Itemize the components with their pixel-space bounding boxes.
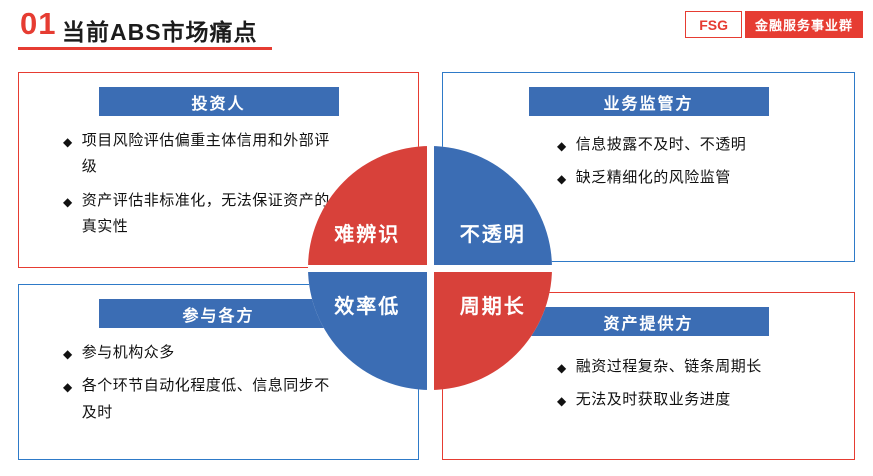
panel-asset-providers: 资产提供方 ◆ 融资过程复杂、链条周期长 ◆ 无法及时获取业务进度: [442, 292, 855, 460]
business-group-badge: 金融服务事业群: [744, 11, 863, 38]
panel-title-investors: 投资人: [98, 87, 339, 116]
diamond-icon: ◆: [557, 361, 567, 375]
panel-investors: 投资人 ◆ 项目风险评估偏重主体信用和外部评级 ◆ 资产评估非标准化，无法保证资…: [18, 72, 419, 268]
bullet-list: ◆ 参与机构众多 ◆ 各个环节自动化程度低、信息同步不及时: [19, 336, 418, 426]
bullet-item: ◆ 参与机构众多: [63, 340, 334, 366]
bullet-item: ◆ 资产评估非标准化，无法保证资产的真实性: [63, 188, 334, 241]
circle-segment-label: 不透明: [459, 223, 526, 246]
bullet-text: 各个环节自动化程度低、信息同步不及时: [81, 377, 330, 421]
diamond-icon: ◆: [63, 135, 73, 149]
circle-segment-label: 效率低: [334, 295, 401, 318]
bullet-item: ◆ 信息披露不及时、不透明: [557, 132, 838, 158]
pain-points-circle: 难辨识 不透明 效率低 周期长: [308, 146, 552, 390]
bullet-text: 融资过程复杂、链条周期长: [575, 358, 762, 375]
fsg-logo: FSG: [685, 11, 742, 38]
circle-segment-label: 难辨识: [334, 223, 401, 246]
bullet-item: ◆ 项目风险评估偏重主体信用和外部评级: [63, 128, 334, 181]
bullet-item: ◆ 缺乏精细化的风险监管: [557, 165, 838, 191]
bullet-item: ◆ 各个环节自动化程度低、信息同步不及时: [63, 373, 334, 426]
bullet-item: ◆ 无法及时获取业务进度: [557, 387, 842, 413]
bullet-text: 参与机构众多: [81, 344, 175, 361]
bullet-text: 无法及时获取业务进度: [575, 391, 731, 409]
bullet-text: 信息披露不及时、不透明: [575, 136, 747, 153]
bullet-list: ◆ 信息披露不及时、不透明 ◆ 缺乏精细化的风险监管: [443, 124, 854, 192]
diamond-icon: ◆: [63, 380, 73, 395]
section-number: 01: [20, 6, 57, 41]
bullet-list: ◆ 融资过程复杂、链条周期长 ◆ 无法及时获取业务进度: [443, 344, 854, 414]
diamond-icon: ◆: [63, 347, 73, 361]
title-underline: [18, 47, 272, 50]
bullet-item: ◆ 融资过程复杂、链条周期长: [557, 354, 842, 380]
brand-badges: FSG 金融服务事业群: [685, 11, 863, 38]
bullet-text: 缺乏精细化的风险监管: [575, 169, 731, 187]
bullet-text: 项目风险评估偏重主体信用和外部评级: [81, 132, 330, 176]
panel-title-business-regulators: 业务监管方: [528, 87, 769, 116]
diamond-icon: ◆: [63, 194, 73, 209]
panel-title-asset-providers: 资产提供方: [528, 307, 769, 336]
page-title: 当前ABS市场痛点: [62, 19, 258, 45]
diamond-icon: ◆: [557, 394, 567, 409]
bullet-list: ◆ 项目风险评估偏重主体信用和外部评级 ◆ 资产评估非标准化，无法保证资产的真实…: [19, 124, 418, 240]
diamond-icon: ◆: [557, 139, 567, 153]
diamond-icon: ◆: [557, 172, 567, 187]
panel-business-regulators: 业务监管方 ◆ 信息披露不及时、不透明 ◆ 缺乏精细化的风险监管: [442, 72, 855, 262]
panel-title-participants: 参与各方: [98, 299, 339, 328]
circle-segment-label: 周期长: [459, 295, 526, 318]
bullet-text: 资产评估非标准化，无法保证资产的真实性: [81, 191, 330, 235]
panel-participants: 参与各方 ◆ 参与机构众多 ◆ 各个环节自动化程度低、信息同步不及时: [18, 284, 419, 460]
